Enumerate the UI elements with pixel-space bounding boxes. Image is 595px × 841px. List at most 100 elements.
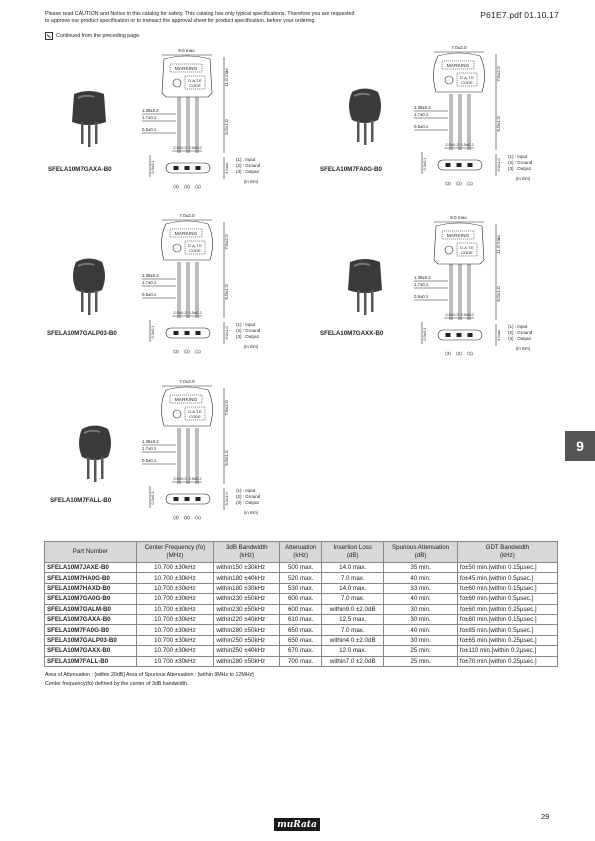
dimension-label: 5.0±1.0 — [224, 284, 229, 300]
marking-label: MARKING — [175, 66, 198, 72]
table-cell: within250 ±40kHz — [213, 645, 281, 657]
table-cell: 530 max. — [279, 582, 323, 595]
date-code-label: CODE — [189, 248, 201, 253]
table-cell: 14.0 max. — [321, 561, 385, 574]
pin-legend: (3) : Output — [236, 334, 260, 339]
marking-label: MARKING — [447, 233, 470, 239]
pin-legend: (1) : Input — [236, 488, 256, 493]
part-label: SFELA10M7GAXX-B0 — [320, 330, 384, 337]
table-cell: 12.5 max. — [321, 613, 385, 626]
pin-section — [195, 166, 201, 170]
dimension-label: 0.3±0.1 — [150, 491, 155, 505]
dimension-label: 3.0±1.0 — [224, 326, 229, 340]
murata-logo: muRata — [274, 818, 320, 831]
column-header: GDT Bandwidth(kHz) — [456, 541, 559, 563]
marking-box — [169, 63, 203, 73]
pin-number-label: (1) — [467, 181, 473, 186]
component-photo — [348, 259, 382, 315]
table-cell: within250 ±50kHz — [213, 634, 281, 647]
body-outline — [161, 386, 213, 427]
dimension-label: 7.6±2.0 — [224, 400, 229, 416]
table-cell: 10.700 ±30kHz — [135, 593, 215, 605]
component-lead — [371, 120, 374, 142]
units-label: (in mm) — [244, 344, 259, 349]
pin-section — [184, 166, 190, 170]
date-code-label: CODE — [461, 250, 473, 255]
units-label: (in mm) — [516, 346, 531, 351]
marking-label: MARKING — [175, 231, 198, 237]
pin-section — [195, 331, 201, 335]
pin-number-label: (3) — [173, 515, 179, 520]
table-cell: 650 max. — [279, 634, 323, 647]
component-lead — [94, 459, 97, 482]
component-photo — [72, 91, 106, 147]
component-highlight — [83, 429, 101, 434]
table-cell: 10.700 ±30kHz — [135, 645, 215, 657]
table-cell: 10.700 ±30kHz — [135, 624, 215, 636]
table-cell: 10.700 ±30kHz — [135, 603, 215, 615]
component-body — [72, 91, 106, 125]
part-number-cell: SFELA10M7JAXE-B0 — [44, 561, 137, 574]
pin-number-label: (2) — [184, 349, 190, 354]
date-code-box — [184, 406, 206, 421]
part-label: SFELA10M7GALP03-B0 — [47, 330, 117, 337]
dimension-label: 0.3±0.1 — [422, 327, 427, 341]
component-highlight — [353, 262, 371, 267]
table-cell: 30 min. — [383, 613, 458, 626]
table-cell: within220 ±40kHz — [213, 613, 281, 626]
marking-box — [169, 228, 203, 238]
part-number-cell: SFELA10M7FA0G-B0 — [44, 624, 137, 636]
table-cell: 600 max. — [279, 603, 323, 615]
table-cell: fo±110 min.[within 0.2µsec.] — [456, 645, 559, 657]
pin-legend: (2) : Ground — [236, 494, 261, 499]
logo-mark-icon — [444, 245, 454, 255]
body-outline — [433, 52, 485, 93]
units-label: (in mm) — [244, 510, 259, 515]
pin-section — [195, 497, 201, 501]
dimension-label: 3.0±1.0 — [224, 492, 229, 506]
outline-drawing: 9.0 max.MARKINGD.A.T.ECODE1.38±0.21.7±0.… — [142, 48, 261, 189]
pin-section — [445, 163, 451, 167]
column-header: Spurious Attenuation(dB) — [383, 541, 458, 563]
table-cell: fo±85 min.[within 0.5µsec.] — [456, 624, 559, 636]
table-cell: 33 min. — [383, 582, 458, 595]
component-photo — [79, 425, 111, 482]
part-number-cell: SFELA10M7HA0G-B0 — [44, 572, 137, 584]
pin-section — [467, 163, 473, 167]
part-label: SFELA10M7FALL-B0 — [50, 497, 112, 504]
pin-number-label: (1) — [467, 351, 473, 356]
pdf-reference: P61E7.pdf 01.10.17 — [480, 10, 559, 20]
pin-section — [184, 497, 190, 501]
dimension-label: 2.5±0.2 — [188, 476, 202, 481]
table-cell: fo±70 min.[within 0.25µsec.] — [456, 655, 559, 667]
dimension-label: 1.38±0.2 — [414, 275, 431, 280]
pin-number-label: (2) — [184, 184, 190, 189]
component-body — [348, 259, 382, 293]
pin-section — [456, 333, 462, 337]
date-code-label: CODE — [189, 414, 201, 419]
table-cell: 700 max. — [279, 655, 323, 667]
dimension-label: 5.0±1.0 — [224, 119, 229, 135]
outline-drawing: 7.0±2.0MARKINGD.A.T.ECODE1.38±0.21.7±0.1… — [142, 213, 261, 354]
continued-text: Continued from the preceding page. — [56, 33, 141, 39]
table-cell: 12.0 max. — [321, 645, 385, 657]
dimension-label: 3.0±1.0 — [496, 158, 501, 172]
dimension-label: 1.7±0.1 — [414, 282, 429, 287]
pin-number-label: (2) — [184, 515, 190, 520]
table-cell: 520 max. — [279, 572, 323, 584]
component-lead — [357, 290, 360, 312]
dimension-label: 5.0±1.0 — [496, 286, 501, 302]
component-highlight — [77, 262, 95, 267]
body-outline — [161, 220, 213, 261]
pin-section — [456, 163, 462, 167]
dimension-label: 0.5±0.1 — [142, 127, 157, 132]
part-number-cell: SFELA10M7GALM-B0 — [44, 603, 137, 615]
table-cell: 10.700 ±30kHz — [135, 572, 215, 584]
pin-legend: (2) : Ground — [508, 330, 533, 335]
section-tab[interactable]: 9 — [565, 431, 595, 461]
